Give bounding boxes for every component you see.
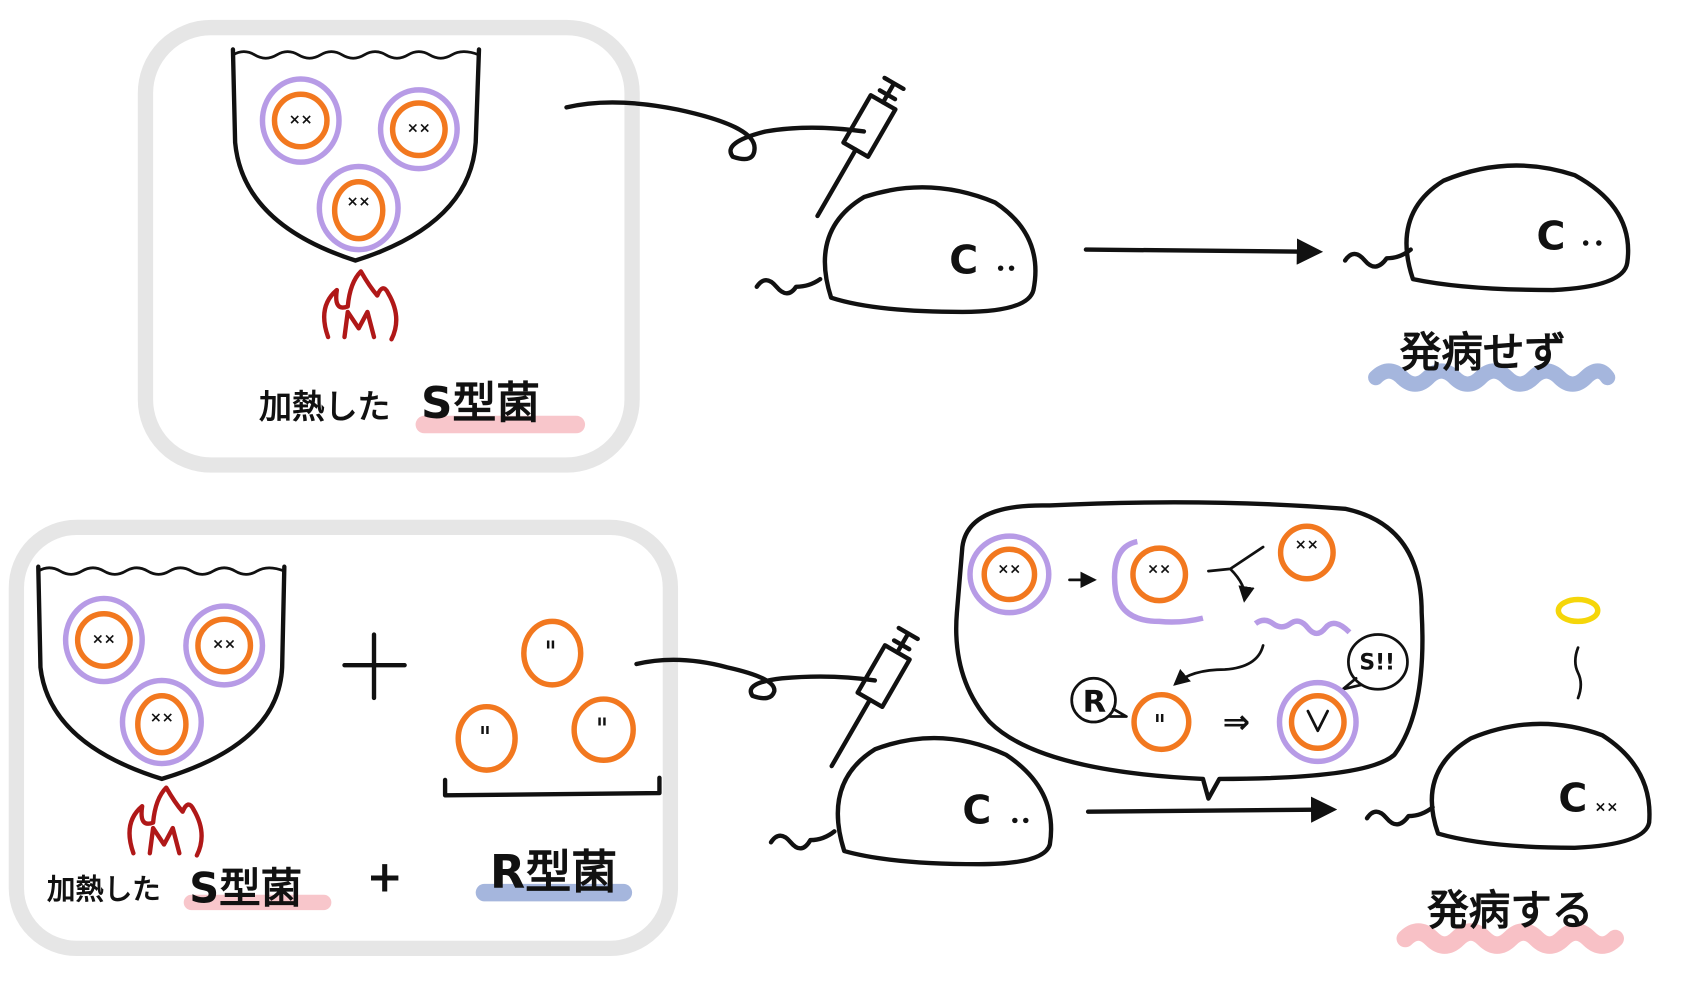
dead-s-cell: ×× xyxy=(259,76,342,165)
plus-sign: + xyxy=(366,852,403,903)
svg-text:××: ×× xyxy=(1594,800,1618,816)
mouse-eye: C xyxy=(949,238,978,284)
svg-text:ıı: ıı xyxy=(597,713,607,729)
soul-squiggle xyxy=(1573,646,1583,700)
beaker xyxy=(36,564,287,782)
experiment-1: ×× ×× ×× 加熱した S型菌 C xyxy=(137,19,1631,473)
label-r-strain: R型菌 xyxy=(490,845,617,899)
label-heated: 加熱した xyxy=(47,873,161,906)
flame-icon xyxy=(127,785,204,858)
dead-s-cell: ×× xyxy=(183,603,266,688)
svg-text:××: ×× xyxy=(407,121,431,137)
syringe-icon xyxy=(829,625,920,769)
svg-text:ıı: ıı xyxy=(1155,710,1165,726)
syringe-icon xyxy=(815,75,906,219)
highlight-pink xyxy=(415,415,586,434)
mouse-dead: C ×× xyxy=(1364,596,1652,850)
mouse-healthy: C xyxy=(1342,163,1631,293)
transformation-bubble: ×× ×× ×× S!! R xyxy=(954,500,1425,801)
svg-text:××: ×× xyxy=(1147,561,1171,577)
mouse-injected: C xyxy=(768,735,1054,867)
svg-text:××: ×× xyxy=(92,631,116,647)
r-tag: R xyxy=(1070,676,1128,724)
svg-text:××: ×× xyxy=(997,561,1021,577)
panel-border xyxy=(137,19,640,473)
beaker xyxy=(230,47,482,263)
s-exclaim: S!! xyxy=(1359,651,1395,676)
svg-text:ıı: ıı xyxy=(546,637,556,653)
svg-text:××: ×× xyxy=(150,710,174,726)
transformed-s-cell xyxy=(1276,679,1359,765)
highlight-blue xyxy=(475,883,633,902)
dead-s-cell: ×× xyxy=(316,163,401,253)
svg-text:××: ×× xyxy=(1295,537,1319,553)
time-arrow xyxy=(1083,238,1324,265)
experiment-2: ×× ×× ×× ıı ıı ıı 加熱した S型菌 + R型菌 xyxy=(8,500,1652,957)
speech-bubble-s: S!! xyxy=(1341,633,1409,691)
mouse-eye: C xyxy=(1558,776,1587,822)
mouse-injected: C xyxy=(754,185,1038,315)
label-s-strain: S型菌 xyxy=(421,378,540,429)
halo-icon xyxy=(1555,596,1601,625)
injection-line xyxy=(564,100,867,162)
plus-icon xyxy=(342,632,407,701)
panel-border xyxy=(8,519,679,957)
label-s-strain: S型菌 xyxy=(189,863,302,912)
label-heated: 加熱した xyxy=(259,388,390,426)
dead-cell-no-capsule: ×× xyxy=(1277,523,1336,582)
highlight-pink xyxy=(183,894,332,911)
dead-s-cell: ×× xyxy=(1111,538,1204,625)
svg-text:R: R xyxy=(1083,685,1107,720)
svg-text:××: ×× xyxy=(289,112,313,128)
dead-s-cell: ×× xyxy=(377,87,460,172)
mouse-eye: C xyxy=(1536,214,1565,260)
uptake-arrow xyxy=(1173,644,1265,686)
dead-s-cell: ×× xyxy=(119,677,204,767)
result-no-disease: 発病せず xyxy=(1400,328,1566,377)
svg-text:ıı: ıı xyxy=(480,722,490,738)
svg-text:××: ×× xyxy=(347,194,371,210)
mouse-eye: C xyxy=(962,788,991,834)
live-r-cell: ıı xyxy=(1131,691,1192,753)
branch-arrow xyxy=(1207,545,1265,599)
dead-s-cell: ×× xyxy=(62,595,145,685)
flame-icon xyxy=(321,269,399,342)
highlight-blue xyxy=(1368,363,1616,392)
live-r-cell: ıı xyxy=(521,618,584,688)
dead-s-cell: ×× xyxy=(967,533,1052,616)
result-disease: 発病する xyxy=(1427,885,1593,934)
time-arrow xyxy=(1085,796,1338,823)
highlight-pink xyxy=(1396,923,1624,954)
capsule-dna-fragment xyxy=(1253,617,1352,637)
implies-arrow: ⇒ xyxy=(1223,703,1250,741)
live-r-cell: ıı xyxy=(455,703,518,773)
live-r-cell: ıı xyxy=(571,696,636,764)
svg-text:××: ×× xyxy=(212,637,236,653)
injection-line xyxy=(634,657,878,701)
bracket xyxy=(442,775,662,798)
